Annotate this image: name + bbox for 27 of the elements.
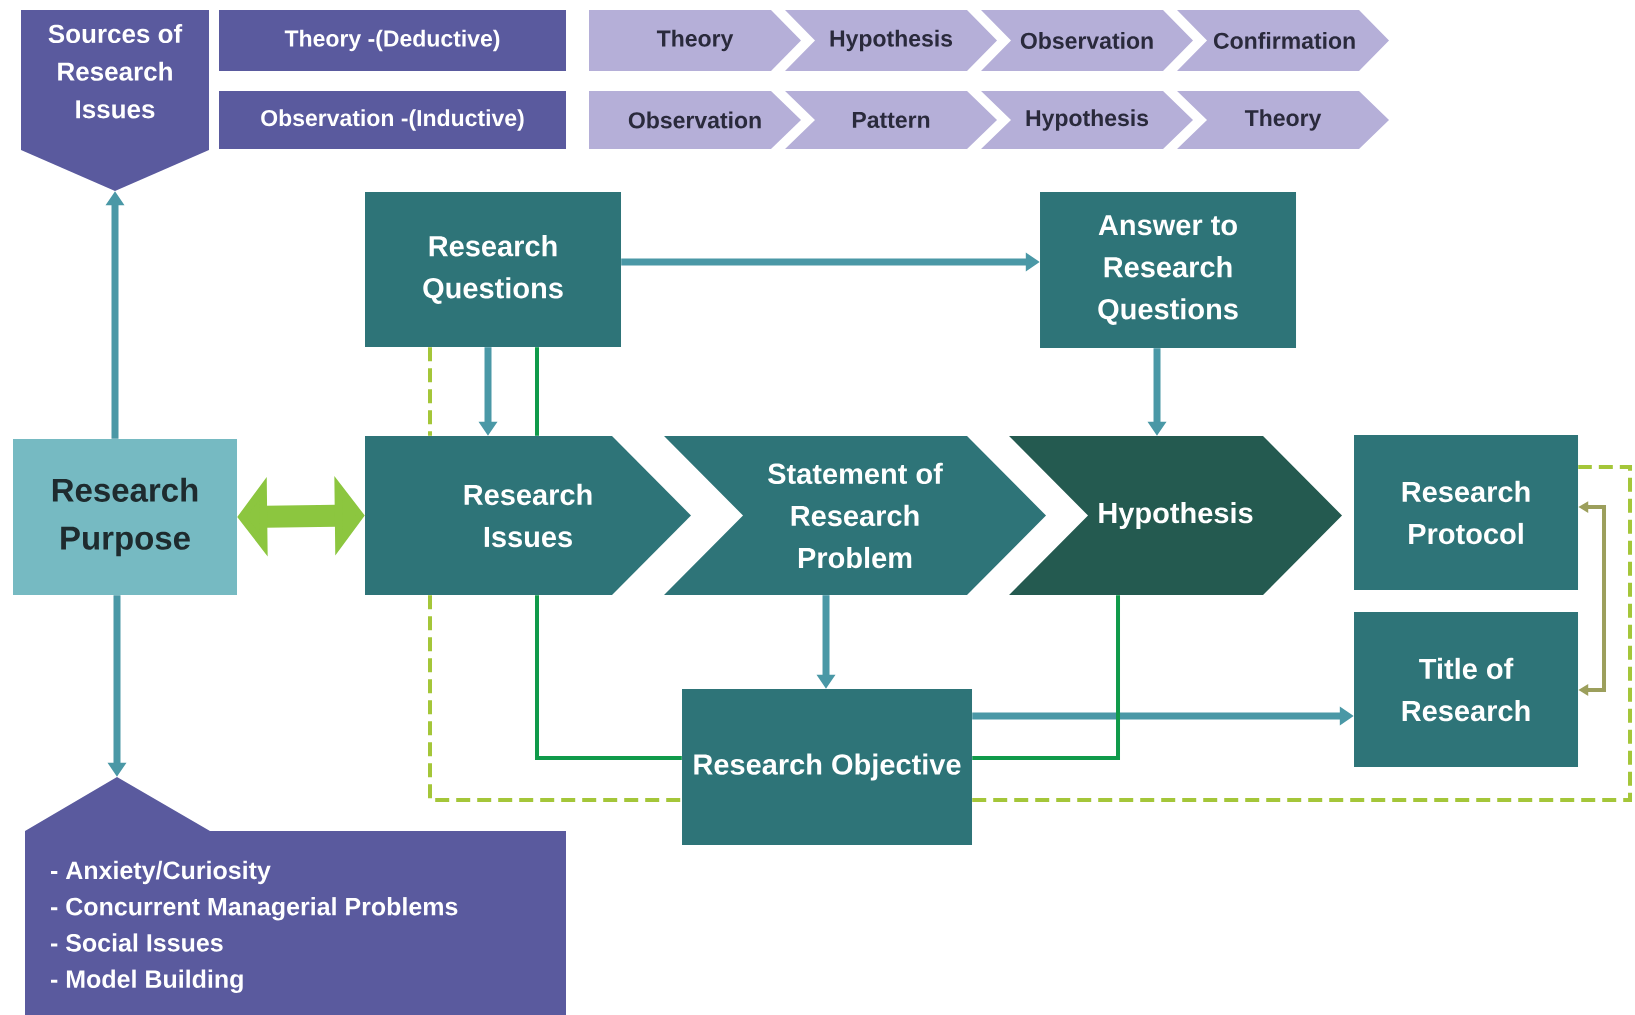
purpose-box: Research Purpose	[13, 439, 237, 595]
process-box: Answer to Research Questions	[1040, 192, 1296, 348]
process-box: Title of Research	[1354, 612, 1578, 767]
dashed-line	[428, 347, 432, 436]
process-box: Research Questions	[365, 192, 621, 347]
connector-line	[972, 595, 1120, 760]
chevron-step: Observation	[589, 91, 801, 149]
list-box: - Anxiety/Curiosity - Concurrent Managerial Problems - Social Issues - Model Building	[25, 777, 566, 1015]
chevron-step: Confirmation	[1177, 10, 1389, 71]
chevron-step: Pattern	[785, 91, 997, 149]
chevron-box: Hypothesis	[1009, 436, 1342, 595]
pentagon-label: Sources of Research Issues	[21, 10, 209, 191]
connector-line	[535, 595, 682, 760]
method-box: Theory -(Deductive)	[219, 10, 566, 71]
dashed-line	[972, 465, 1632, 802]
process-box: Research Protocol	[1354, 435, 1578, 590]
process-box: Research Objective	[682, 689, 972, 845]
chevron-box: Statement of Research Problem	[664, 436, 1046, 595]
dashed-line	[428, 595, 682, 802]
method-box: Observation -(Inductive)	[219, 91, 566, 149]
chevron-step: Hypothesis	[785, 10, 997, 71]
connector-line	[535, 347, 539, 436]
chevron-step: Observation	[981, 10, 1193, 71]
chevron-step: Hypothesis	[981, 91, 1193, 149]
chevron-step: Theory	[589, 10, 801, 71]
chevron-step: Theory	[1177, 91, 1389, 149]
chevron-box: Research Issues	[365, 436, 691, 595]
